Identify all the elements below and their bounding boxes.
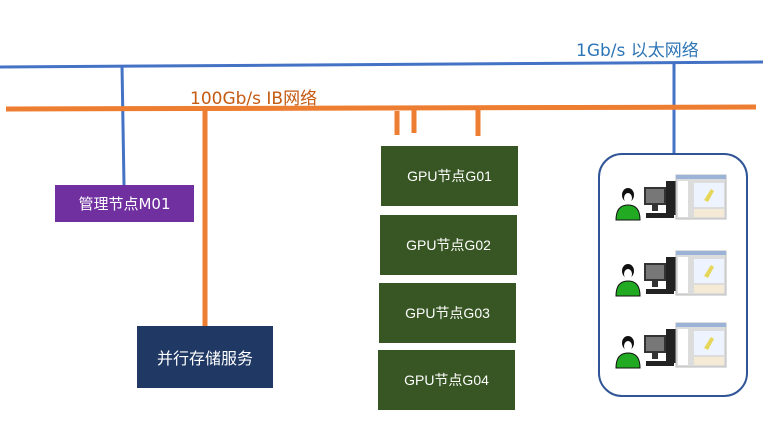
management-node: 管理节点M01 (55, 185, 194, 222)
infiniband-network-label: 100Gb/s IB网络 (190, 89, 318, 109)
ib-backbone (5, 104, 757, 112)
gpu-node: GPU节点G02 (380, 215, 517, 275)
ethernet-drop-management (120, 64, 126, 186)
gpu-node-label: GPU节点G02 (406, 237, 491, 253)
user-workstation-icon (615, 322, 727, 369)
gpu-node-label: GPU节点G04 (404, 372, 489, 388)
storage-node-label: 并行存储服务 (156, 349, 253, 368)
user-workstation-icon (615, 250, 727, 297)
gpu-node-label: GPU节点G03 (405, 305, 490, 321)
ethernet-backbone (0, 60, 764, 69)
gpu-node: GPU节点G04 (378, 350, 515, 410)
gpu-node-label: GPU节点G01 (407, 168, 492, 184)
management-node-label: 管理节点M01 (78, 195, 171, 213)
client-workstation (614, 167, 732, 227)
client-group (598, 153, 748, 397)
ethernet-network-label: 1Gb/s 以太网络 (576, 41, 699, 61)
gpu-node: GPU节点G01 (381, 146, 518, 206)
user-workstation-icon (615, 174, 727, 221)
storage-node: 并行存储服务 (137, 326, 273, 388)
gpu-node: GPU节点G03 (379, 283, 516, 343)
client-workstation (614, 243, 732, 303)
client-workstation (614, 315, 732, 375)
